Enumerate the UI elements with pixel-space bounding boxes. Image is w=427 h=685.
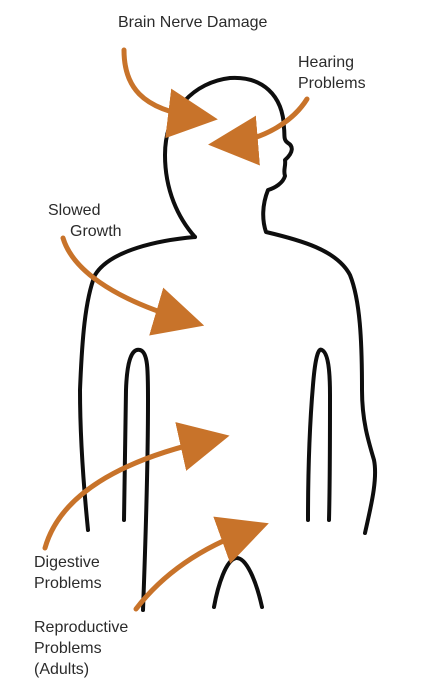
label-brain-nerve-damage-text: Brain Nerve Damage (118, 12, 267, 33)
label-digestive-problems-line2: Problems (34, 573, 102, 594)
arrow-hearing-problems (228, 99, 307, 143)
legs-outline (214, 558, 262, 607)
label-slowed-growth: Slowed Growth (48, 200, 122, 242)
inner-left-arm (124, 350, 148, 610)
label-reproductive-problems-line3: (Adults) (34, 659, 128, 680)
label-reproductive-problems-line2: Problems (34, 638, 128, 659)
arrow-slowed-growth (63, 238, 185, 320)
body-outline (165, 78, 375, 533)
label-slowed-growth-line2: Growth (48, 221, 122, 242)
label-slowed-growth-line1: Slowed (48, 200, 122, 221)
label-digestive-problems-line1: Digestive (34, 552, 102, 573)
label-reproductive-problems-line1: Reproductive (34, 617, 128, 638)
label-brain-nerve-damage: Brain Nerve Damage (118, 12, 267, 33)
inner-right-arm (308, 350, 330, 520)
label-hearing-problems-line1: Hearing (298, 52, 366, 73)
label-reproductive-problems: Reproductive Problems (Adults) (34, 617, 128, 680)
arrow-digestive-problems (45, 440, 210, 548)
label-hearing-problems: Hearing Problems (298, 52, 366, 94)
arrow-reproductive-problems (136, 530, 250, 609)
arrow-brain-nerve-damage (124, 50, 198, 117)
label-hearing-problems-line2: Problems (298, 73, 366, 94)
label-digestive-problems: Digestive Problems (34, 552, 102, 594)
